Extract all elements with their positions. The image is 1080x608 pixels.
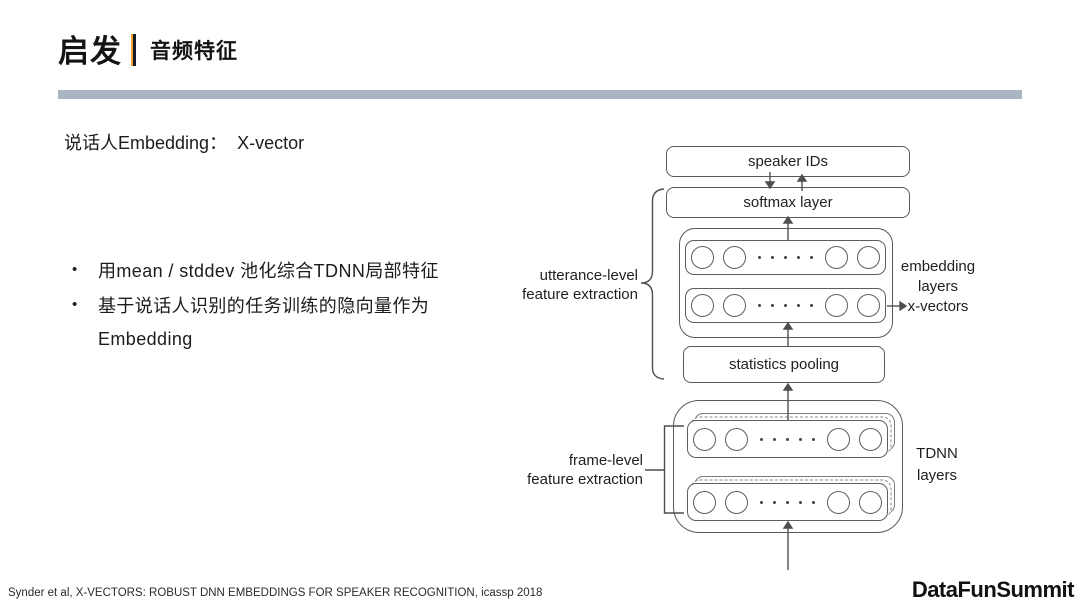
dot (758, 256, 761, 259)
dot (760, 437, 763, 441)
label-line: layers (917, 278, 958, 295)
embedding-layer-row-xvector (685, 288, 886, 323)
embedding-layers-label: embedding layers x-vectors (888, 257, 988, 317)
label-line: frame-level (568, 452, 643, 469)
dot (773, 437, 776, 441)
section-subtitle: 说话人Embedding： X-vector (64, 133, 305, 153)
citation-text: Synder et al, X-VECTORS: ROBUST DNN EMBE… (8, 587, 543, 599)
statistics-pooling-label: statistics pooling (728, 356, 840, 373)
curly-brace (640, 188, 665, 380)
neuron-circle (723, 246, 746, 269)
bullet-marker: • (72, 261, 78, 278)
label-line: TDNN (916, 445, 958, 462)
dot (786, 500, 789, 504)
tdnn-layer-row (687, 483, 888, 521)
dot (797, 304, 800, 307)
dot (810, 304, 813, 307)
speaker-ids-box: speaker IDs (666, 146, 910, 177)
neuron-circle (725, 427, 748, 451)
bullet-list: • 用mean / stddev 池化综合TDNN局部特征 • 基于说话人识别的… (70, 252, 510, 357)
neuron-circle (725, 490, 748, 514)
neuron-circle (825, 294, 848, 317)
neuron-circle (859, 490, 882, 514)
dot (786, 437, 789, 441)
label-line: feature extraction (527, 471, 643, 488)
dot (812, 437, 815, 441)
neuron-circle (825, 246, 848, 269)
dot (771, 256, 774, 259)
datafunsummit-logo: DataFunSummit (911, 577, 1075, 602)
dot (812, 500, 815, 504)
statistics-pooling-box: statistics pooling (683, 346, 885, 383)
neuron-circle (691, 246, 714, 269)
tdnn-layer-row-stack (687, 476, 895, 521)
utterance-level-label: utterance-level feature extraction (480, 266, 638, 304)
bullet-item: • 基于说话人识别的任务训练的隐向量作为 (70, 287, 510, 322)
dot (797, 256, 800, 259)
softmax-layer-label: softmax layer (743, 194, 833, 211)
dot (758, 304, 761, 307)
speaker-ids-label: speaker IDs (747, 153, 829, 170)
bullet-text: 基于说话人识别的任务训练的隐向量作为 (98, 295, 430, 316)
label-line: x-vectors (907, 298, 969, 315)
neuron-circle (859, 427, 882, 451)
ellipsis-dots (746, 304, 825, 307)
neuron-circle (827, 490, 850, 514)
dot (799, 437, 802, 441)
bullet-item: • 用mean / stddev 池化综合TDNN局部特征 (70, 252, 510, 287)
dot (784, 256, 787, 259)
neuron-circle (857, 294, 880, 317)
dot (784, 304, 787, 307)
title-separator-bar (131, 34, 136, 67)
neuron-circle (827, 427, 850, 451)
bullet-marker: • (72, 296, 78, 313)
neuron-circle (693, 427, 716, 451)
bullet-text: Embedding (98, 329, 193, 349)
tdnn-layer-row-stack (687, 413, 895, 458)
frame-level-label: frame-level feature extraction (490, 451, 643, 489)
neuron-circle (691, 294, 714, 317)
bullet-item-continuation: Embedding (70, 322, 510, 357)
slide-header: 启发 音频特征 (58, 33, 238, 70)
embedding-layer-row (685, 240, 886, 275)
dot (810, 256, 813, 259)
page-subtitle-tag: 音频特征 (150, 40, 238, 64)
tdnn-layers-label: TDNN layers (893, 443, 981, 487)
ellipsis-dots (748, 500, 827, 504)
arrow-up-head (782, 382, 794, 391)
ellipsis-dots (746, 256, 825, 259)
bullet-text: 用mean / stddev 池化综合TDNN局部特征 (98, 260, 439, 281)
ellipsis-dots (748, 437, 827, 441)
dot (771, 304, 774, 307)
page-title: 启发 (58, 34, 122, 69)
softmax-layer-box: softmax layer (666, 187, 910, 218)
label-line: utterance-level (539, 267, 638, 284)
neuron-circle (857, 246, 880, 269)
dot (773, 500, 776, 504)
label-line: embedding (900, 258, 976, 275)
header-divider (58, 90, 1022, 99)
neuron-circle (723, 294, 746, 317)
dot (799, 500, 802, 504)
neuron-circle (693, 490, 716, 514)
label-line: layers (916, 467, 957, 484)
label-line: feature extraction (522, 286, 638, 303)
dot (760, 500, 763, 504)
tdnn-layer-row (687, 420, 888, 458)
